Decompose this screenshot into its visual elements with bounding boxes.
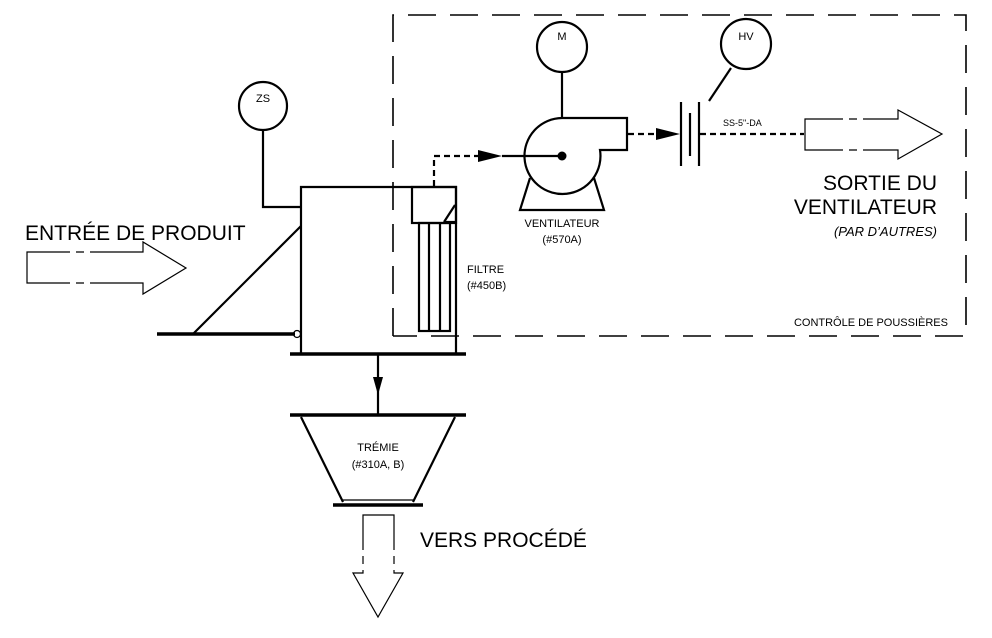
- fan: VENTILATEUR (#570A): [518, 116, 629, 246]
- dust-control-label: CONTRÔLE DE POUSSIÈRES: [794, 316, 948, 329]
- pipe-spec-label: SS-5"-DA: [723, 118, 762, 128]
- suction-duct: [432, 154, 480, 186]
- flow-arrow-icon: [373, 377, 383, 395]
- fan-outlet-arrow: [804, 108, 944, 161]
- hv-label: HV: [738, 31, 754, 43]
- filter-tag: (#450B): [467, 280, 506, 292]
- fan-outlet-label-line1: SORTIE DU: [823, 172, 937, 195]
- fan-name: VENTILATEUR: [525, 218, 600, 230]
- fan-outlet-note: (PAR D’AUTRES): [834, 224, 937, 239]
- filter: FILTRE (#450B): [410, 185, 506, 333]
- flow-arrow-icon: [656, 128, 680, 140]
- zs-instrument: ZS: [237, 80, 301, 209]
- flow-arrow-icon: [478, 150, 502, 162]
- product-inlet-label: ENTRÉE DE PRODUIT: [25, 222, 246, 245]
- filter-name: FILTRE: [467, 264, 504, 276]
- fan-tag: (#570A): [542, 234, 581, 246]
- motor-instrument: M: [535, 20, 589, 118]
- hv-instrument: HV: [708, 17, 773, 102]
- dust-control-boundary: [392, 14, 967, 337]
- product-inlet-arrow: [26, 240, 188, 296]
- hopper: TRÉMIE (#310A, B): [290, 413, 466, 507]
- fan-outlet-label-line2: VENTILATEUR: [794, 196, 937, 219]
- zs-label: ZS: [256, 93, 270, 105]
- hopper-name: TRÉMIE: [357, 441, 399, 454]
- to-process-arrow: [351, 514, 405, 619]
- motor-label: M: [557, 31, 566, 43]
- hopper-tag: (#310A, B): [352, 459, 405, 471]
- collector-vessel: [157, 185, 466, 356]
- hand-valve: [679, 102, 701, 166]
- to-process-label: VERS PROCÉDÉ: [420, 529, 587, 552]
- hinge-icon: [292, 329, 302, 339]
